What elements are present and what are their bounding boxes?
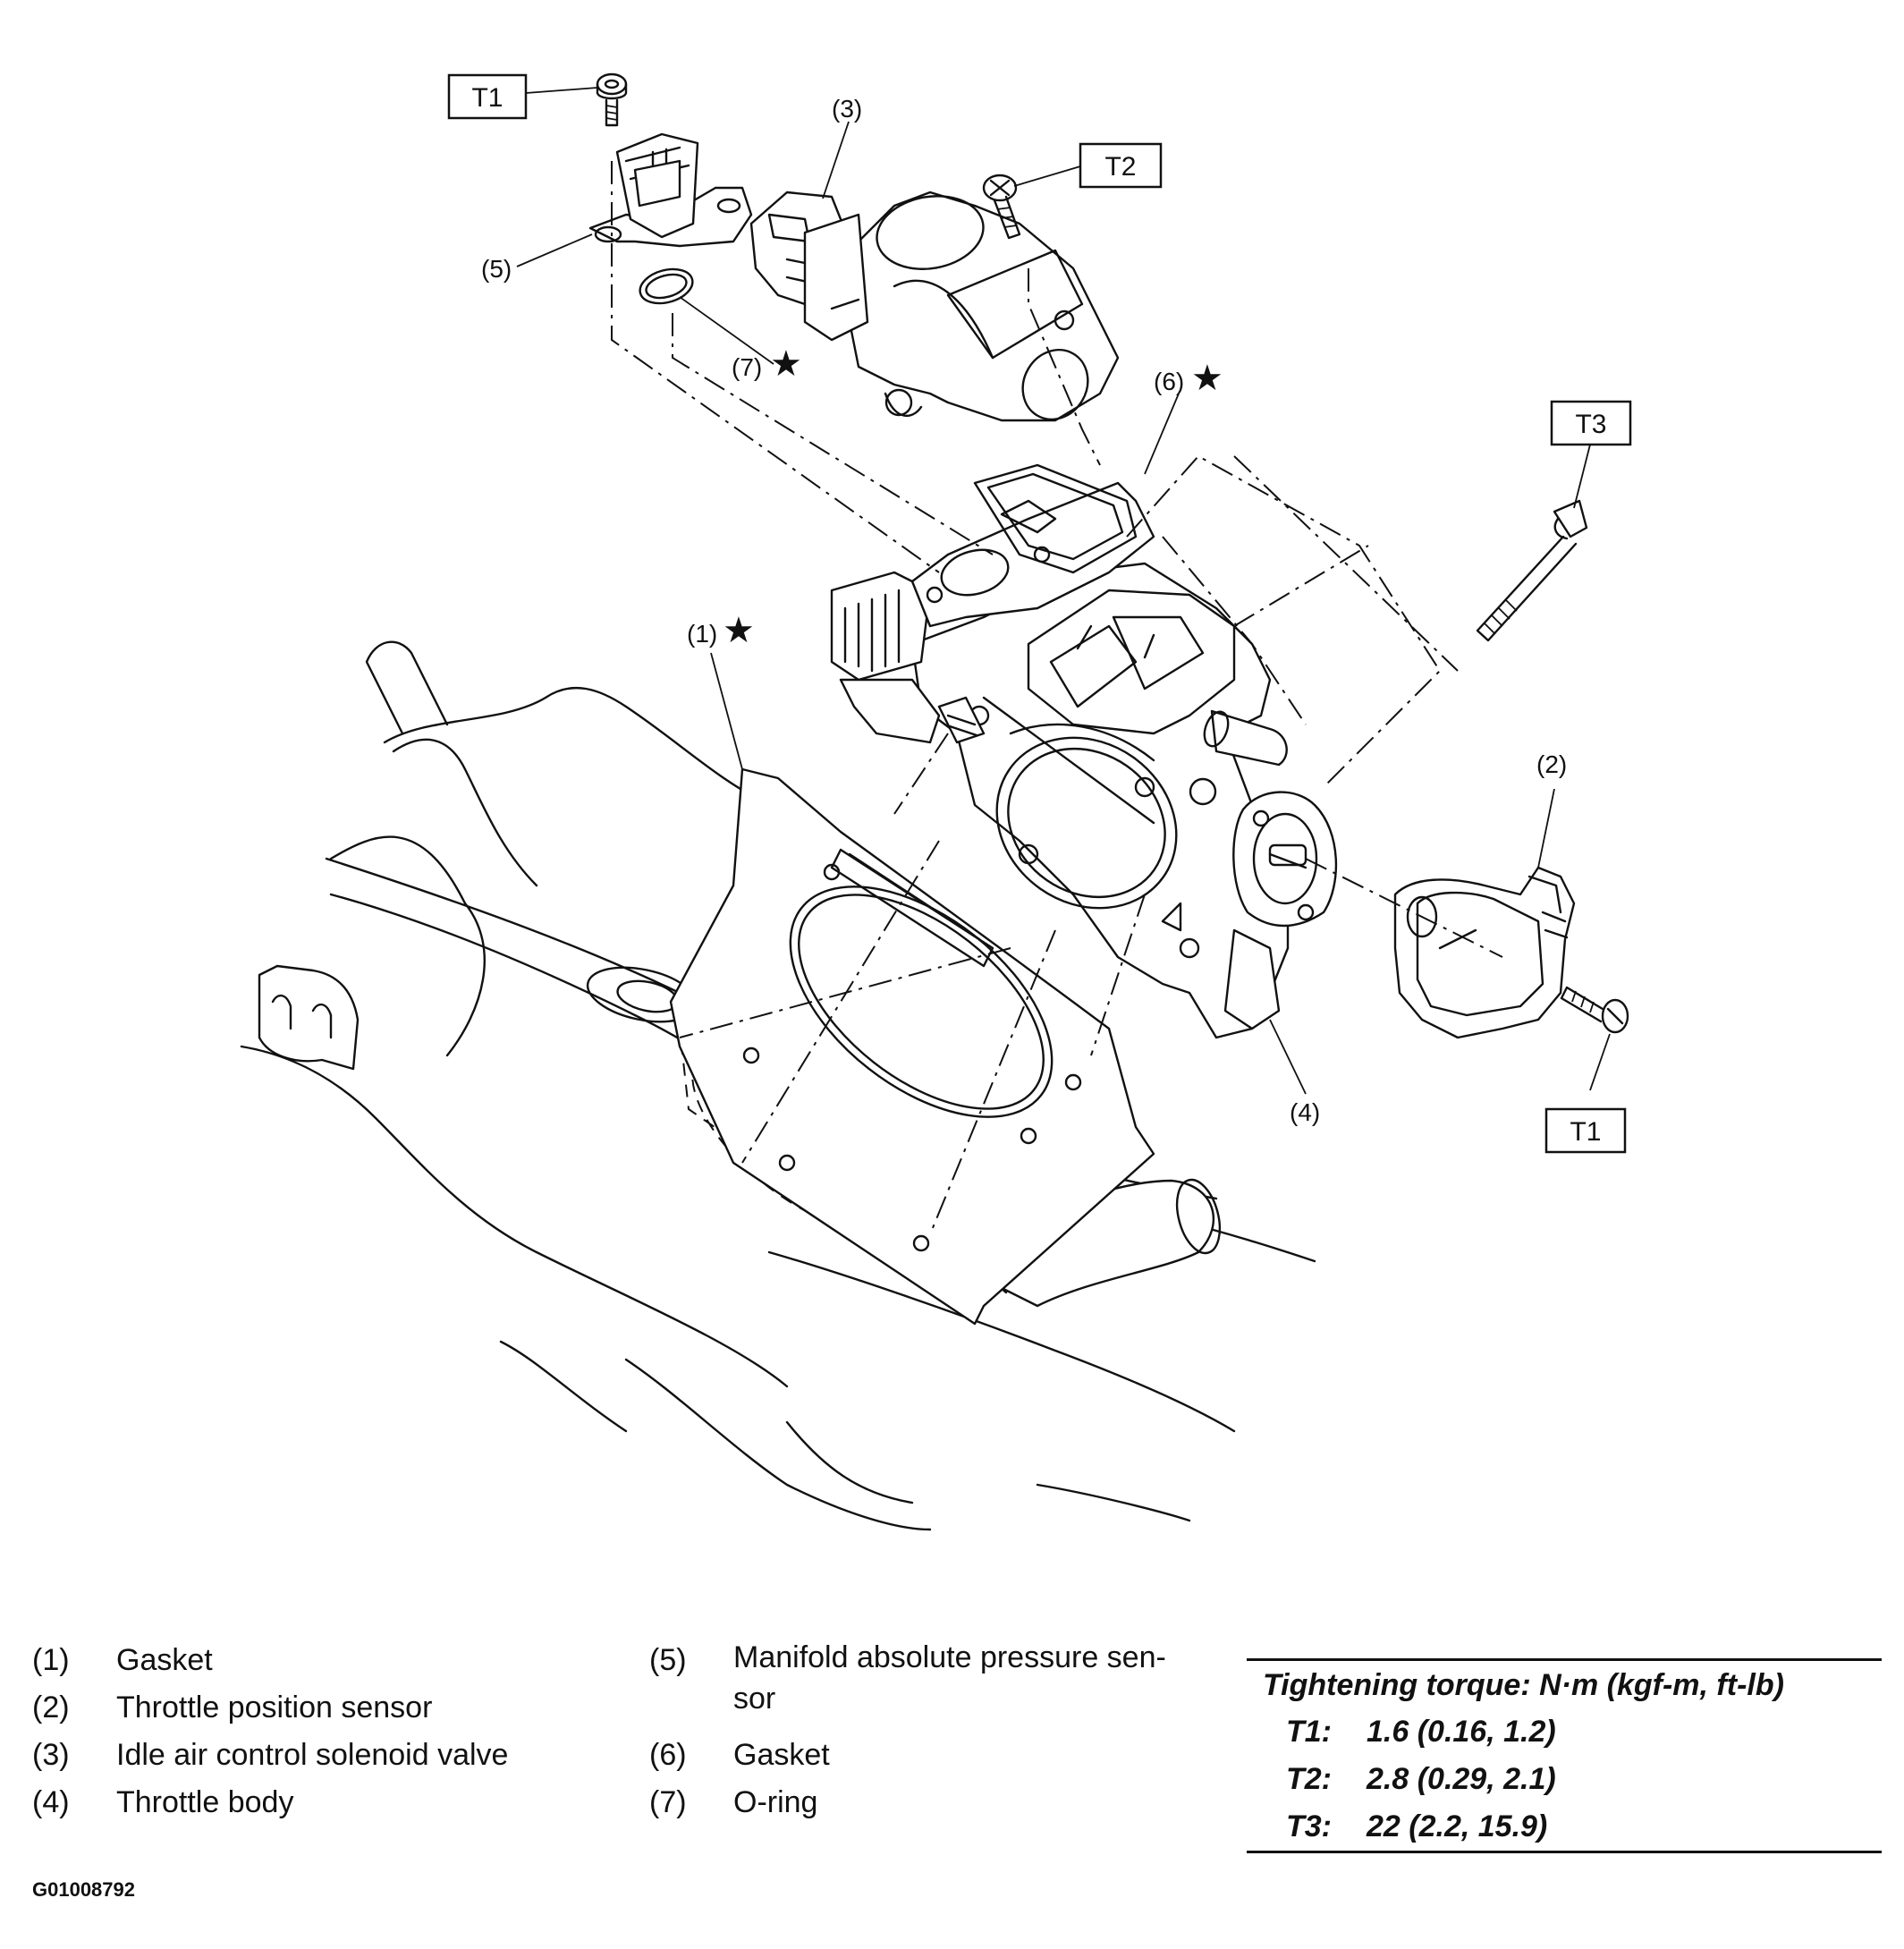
legend-item: (4) Throttle body (32, 1779, 587, 1826)
legend-number: (7) (649, 1785, 687, 1819)
torque-tag-t1-top: T1 (447, 73, 528, 120)
gasket-1-part (669, 767, 1155, 1326)
svg-text:T1: T1 (1570, 1117, 1601, 1147)
legend-text: Gasket (733, 1738, 830, 1772)
star-6: ★ (1191, 359, 1223, 398)
callout-7: (7) (732, 353, 762, 381)
torque-heading: Tightening torque: N·m (kgf-m, ft-lb) (1263, 1668, 1784, 1702)
legend-number: (1) (32, 1643, 70, 1677)
o-ring-part (639, 267, 694, 305)
svg-text:T1: T1 (471, 83, 503, 113)
bolt-t3 (1476, 499, 1588, 642)
throttle-body-part (830, 562, 1338, 1039)
callout-labels: (3) (5) (7) ★ (6) ★ (1) ★ (2) (4) (481, 95, 1567, 1126)
idle-air-control-valve-part (749, 191, 1120, 422)
torque-value: 22 (2.2, 15.9) (1367, 1809, 1548, 1843)
star-1: ★ (723, 611, 755, 650)
torque-key: T3: (1286, 1809, 1332, 1843)
alignment-lines (611, 161, 1503, 1235)
legend-text: Throttle body (116, 1785, 294, 1819)
callout-4: (4) (1290, 1098, 1320, 1126)
torque-value: 2.8 (0.29, 2.1) (1367, 1762, 1556, 1796)
torque-value: 1.6 (0.16, 1.2) (1367, 1715, 1556, 1749)
legend-text: O-ring (733, 1785, 818, 1819)
legend-number: (5) (649, 1643, 687, 1677)
legend-item: (3) Idle air control solenoid valve (32, 1732, 587, 1779)
bolt-t1-top (596, 72, 628, 127)
legend-number: (6) (649, 1738, 687, 1772)
bolt-t1-bottom (1560, 986, 1629, 1034)
torque-tag-t3: T3 (1550, 400, 1632, 446)
figure-id: G01008792 (32, 1878, 135, 1901)
torque-key: T2: (1286, 1762, 1332, 1796)
map-sensor-part (588, 132, 753, 248)
legend-item: (1) Gasket (32, 1637, 587, 1684)
torque-table: Tightening torque: N·m (kgf-m, ft-lb) T1… (1247, 1658, 1882, 1853)
torque-key: T1: (1286, 1715, 1332, 1749)
torque-row: T1: 1.6 (0.16, 1.2) (1247, 1708, 1882, 1756)
legend-item: (6) Gasket (649, 1732, 1222, 1779)
callout-2: (2) (1536, 750, 1567, 778)
torque-row: T2: 2.8 (0.29, 2.1) (1247, 1756, 1882, 1803)
leader-lines (516, 87, 1611, 1095)
legend-text: Idle air control solenoid valve (116, 1738, 509, 1772)
legend-number: (4) (32, 1785, 70, 1819)
svg-text:T2: T2 (1104, 152, 1136, 182)
legend-text: Throttle position sensor (116, 1691, 433, 1724)
legend-number: (3) (32, 1738, 70, 1772)
legend-item: (5) Manifold absolute pressure sen-sor (649, 1637, 1222, 1732)
torque-tag-t1-bottom: T1 (1544, 1107, 1627, 1154)
bolt-t2 (982, 174, 1021, 240)
legend-text: Manifold absolute pressure sen-sor (733, 1640, 1166, 1716)
callout-6: (6) (1154, 368, 1184, 395)
callout-3: (3) (832, 95, 862, 123)
exploded-view-diagram: (3) (5) (7) ★ (6) ★ (1) ★ (2) (4) T1 T2 … (240, 72, 1632, 1531)
throttle-position-sensor-part (1393, 866, 1576, 1039)
table-top-rule (1247, 1658, 1882, 1661)
parts-legend: (1) Gasket (2) Throttle position sensor … (0, 1637, 1904, 1905)
torque-row: T3: 22 (2.2, 15.9) (1247, 1803, 1882, 1851)
svg-text:T3: T3 (1575, 410, 1606, 439)
legend-right-column: (5) Manifold absolute pressure sen-sor (… (649, 1637, 1222, 1826)
star-7: ★ (770, 344, 802, 384)
legend-item: (7) O-ring (649, 1779, 1222, 1826)
callout-1: (1) (687, 620, 717, 648)
legend-text: Gasket (116, 1643, 213, 1677)
gasket-6-part (910, 463, 1155, 628)
legend-number: (2) (32, 1691, 70, 1724)
table-bottom-rule (1247, 1851, 1882, 1853)
torque-tag-t2: T2 (1079, 142, 1163, 189)
legend-left-column: (1) Gasket (2) Throttle position sensor … (32, 1637, 587, 1826)
callout-5: (5) (481, 255, 512, 283)
legend-item: (2) Throttle position sensor (32, 1684, 587, 1732)
